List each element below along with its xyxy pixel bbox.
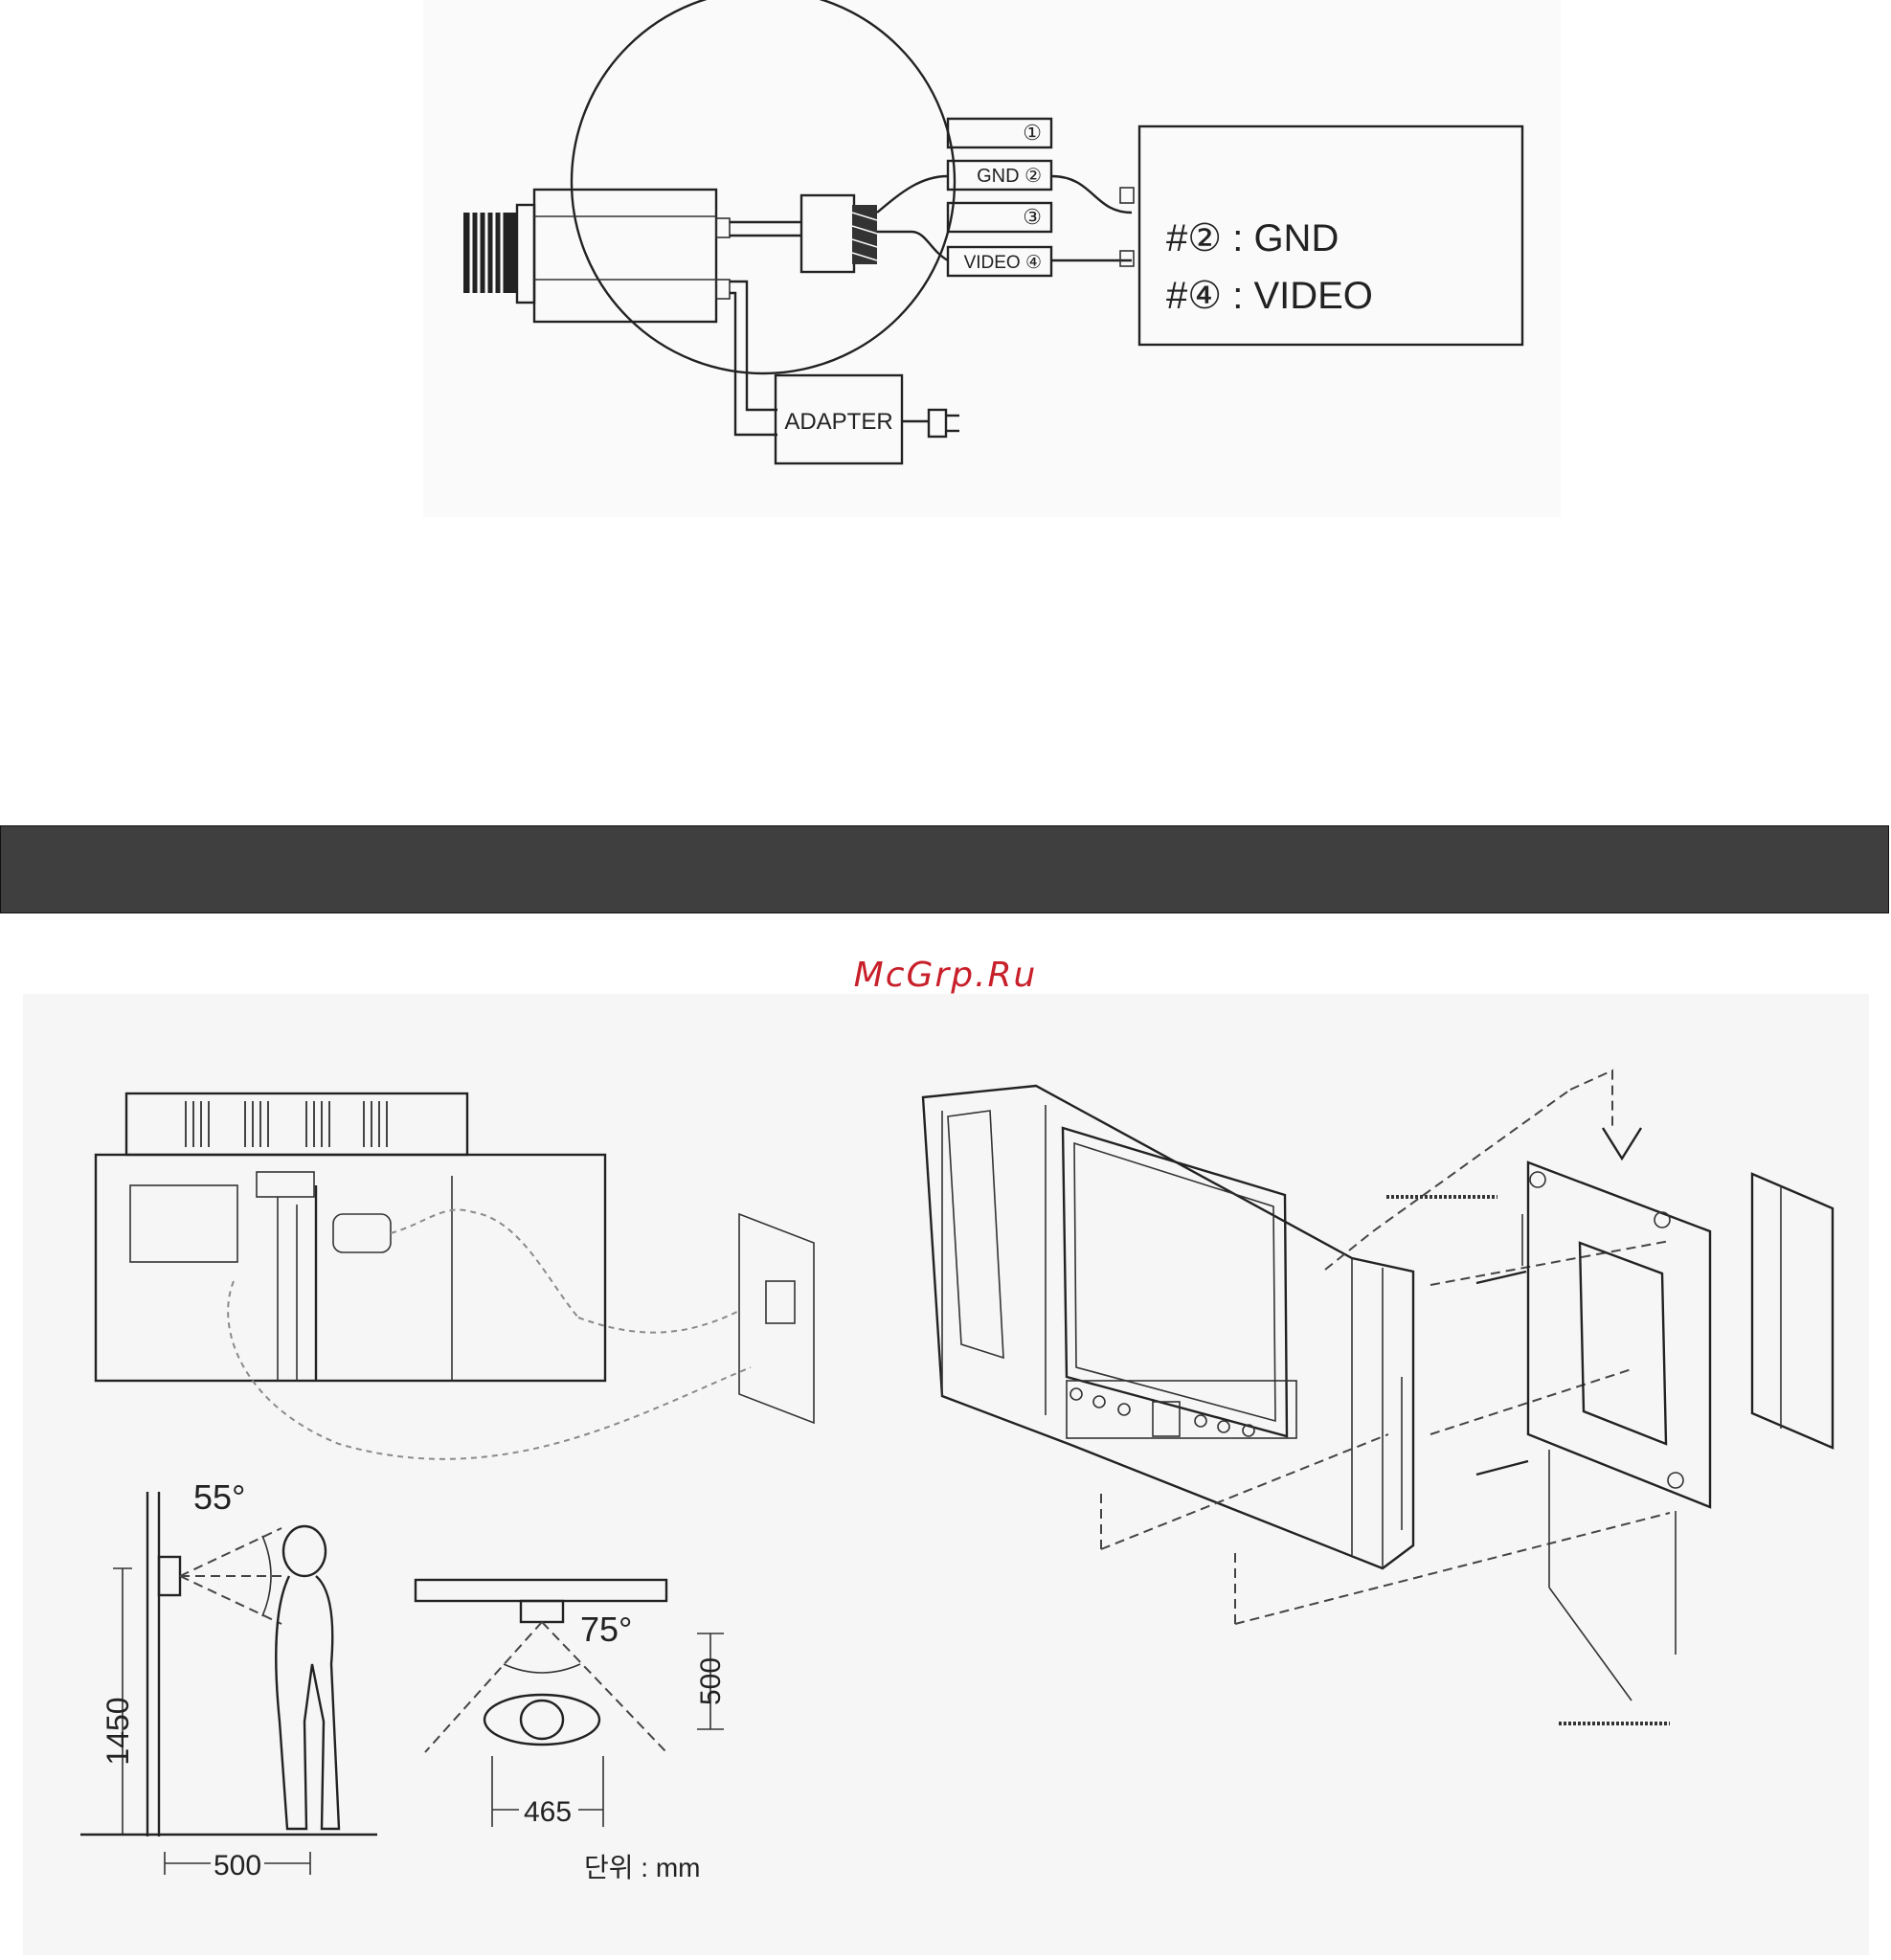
installation-diagram: 55° 1450 500 75°	[23, 994, 1869, 1955]
person-side-silhouette	[276, 1526, 339, 1829]
camera-unit	[159, 1557, 180, 1595]
wiring-diagram: ① GND ② ③ VIDEO ④ #② : GND #④ : VIDEO AD…	[423, 0, 1561, 517]
width-label: 465	[524, 1796, 572, 1828]
watermark: McGrp.Ru	[0, 956, 1891, 995]
section-header-bar	[0, 825, 1889, 913]
legend-line-video: #④ : VIDEO	[1166, 275, 1373, 317]
side-view-angle: 55°	[193, 1477, 245, 1517]
outdoor-unit-wiring-sketch	[96, 1093, 814, 1459]
screw-lower	[1476, 1461, 1528, 1475]
top-view-angle: 75°	[580, 1610, 632, 1649]
side-view-diagram: 55° 1450 500	[80, 1477, 377, 1881]
pin-label-2: GND ②	[977, 166, 1042, 187]
screw-upper	[1476, 1272, 1526, 1283]
camera-lens	[463, 205, 534, 303]
camera-body	[534, 190, 730, 322]
person-top-silhouette	[484, 1695, 599, 1745]
pin-label-4: VIDEO ④	[964, 253, 1042, 273]
side-distance-label: 500	[214, 1850, 261, 1881]
arrow-down-icon	[1603, 1128, 1641, 1159]
wall-box	[1752, 1174, 1833, 1448]
pin-label-3: ③	[1023, 205, 1042, 229]
legend-line-gnd: #② : GND	[1166, 217, 1339, 259]
unit-label: 단위 : mm	[584, 1853, 701, 1882]
monitor-screen	[1063, 1128, 1287, 1436]
power-cable	[730, 282, 777, 410]
installation-diagram-panel: 55° 1450 500 75°	[23, 994, 1869, 1955]
wiring-diagram-panel: ① GND ② ③ VIDEO ④ #② : GND #④ : VIDEO AD…	[423, 0, 1561, 517]
monitor-bracket-exploded-view	[923, 1070, 1833, 1723]
cable-connector	[801, 195, 877, 272]
top-view-wall	[416, 1580, 666, 1601]
mounting-bracket	[1528, 1162, 1710, 1507]
monitor-housing	[923, 1086, 1413, 1568]
height-label: 1450	[101, 1697, 135, 1765]
magnifier-circle	[572, 0, 955, 373]
pin-label-1: ①	[1023, 121, 1042, 145]
top-view-diagram: 75° 500 465 단위 : mm	[416, 1580, 727, 1882]
power-plug-icon	[902, 410, 959, 437]
top-distance-label: 500	[695, 1657, 727, 1705]
pin-block: ① GND ② ③ VIDEO ④	[948, 119, 1051, 276]
handset	[948, 1111, 1003, 1358]
adapter-label: ADAPTER	[784, 409, 892, 435]
